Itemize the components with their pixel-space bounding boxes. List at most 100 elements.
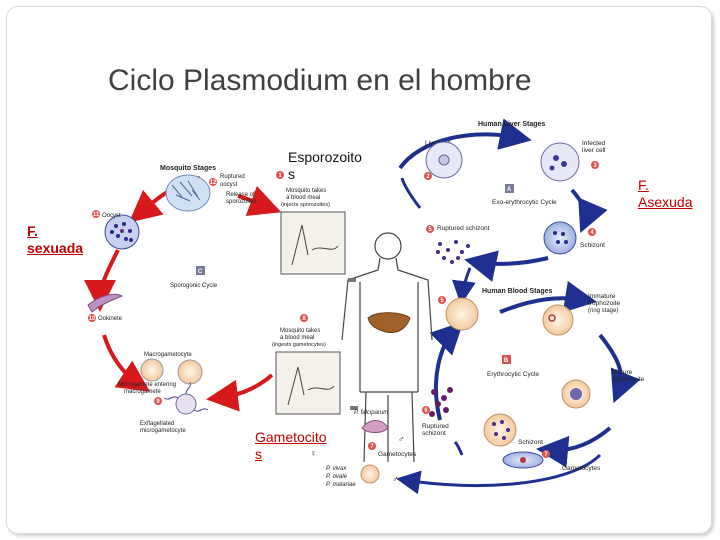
ruptured-schizont-blood-label-1: Ruptured [422, 423, 449, 430]
oocyst-cell [104, 214, 140, 250]
slide-title: Ciclo Plasmodium en el hombre [108, 64, 532, 97]
macrogametocyte-label: Macrogametocyte [144, 352, 192, 358]
step-number: 11 [93, 212, 100, 218]
infected-liver-cell [540, 142, 580, 182]
mosquito-icon [287, 366, 335, 406]
mature-trophozoite-label-1: Mature [612, 369, 633, 376]
mosquito-meal2-label-3: (ingests gametocytes) [272, 342, 326, 348]
liver-cell [425, 141, 463, 179]
schizont-liver-label: Schizont [580, 242, 605, 249]
step-badge [591, 161, 599, 169]
ruptured-oocyst-label-1: Ruptured [220, 174, 245, 180]
mosquito-stages-heading: Mosquito Stages [160, 165, 216, 172]
mosquito-meal2-label-1: Mosquito takes [280, 328, 320, 334]
macrogametocyte-cell [140, 358, 164, 382]
step-badge [92, 210, 100, 218]
slide-frame [6, 6, 712, 534]
human-liver-stages-heading: Human Liver Stages [478, 121, 545, 128]
human-figure [341, 232, 433, 463]
f-sexuada-label-line1: F. [27, 223, 38, 239]
step-badge [88, 314, 96, 322]
immature-trophozoite-label-2: trophozoite [588, 300, 621, 307]
letter-badge-c [196, 266, 205, 275]
ookinete-label: Ookinete [98, 316, 123, 322]
mosquito-feeding-box-1 [280, 211, 346, 275]
gametocytes-label-2: Gametocytes [562, 465, 601, 472]
step-badge [426, 225, 434, 233]
step-badge [438, 296, 446, 304]
step-number: 10 [89, 316, 96, 322]
immature-trophozoite-cell [542, 304, 574, 336]
bite-marker [348, 278, 356, 282]
falciparum-gametocyte [361, 420, 389, 433]
letter-c: C [198, 269, 203, 275]
esporozoitos-label-line1: Esporozoito [288, 149, 362, 165]
female-symbol-icon: ♀ [310, 448, 317, 458]
step-number: 7 [370, 444, 374, 450]
step-number: 6 [424, 408, 428, 414]
step-number: 12 [210, 180, 217, 186]
gametocyte-cell [177, 359, 203, 385]
f-asexuada-label-line1: F. [638, 177, 649, 193]
ruptured-schizont-blood-label-2: schizont [422, 430, 446, 437]
letter-b: B [504, 358, 509, 364]
immature-trophozoite-label-3: (ring stage) [588, 308, 618, 314]
release-sporozoites-label-1: Release of [226, 192, 255, 198]
step-number: 5 [440, 298, 444, 304]
erythrocytic-cycle-label: Erythrocytic Cycle [487, 371, 539, 378]
exo-erythrocytic-cycle-label: Exo-erythrocytic Cycle [492, 199, 557, 206]
infected-liver-cell-label-2: liver cell [582, 147, 606, 154]
ruptured-blood-schizont [429, 387, 453, 417]
male-symbol-icon: ♂ [398, 434, 405, 444]
letter-a: A [507, 187, 512, 193]
step-number: 3 [593, 163, 597, 169]
step-number: 8 [302, 316, 306, 322]
gametocyte-round-cell [360, 464, 380, 484]
step-number: 2 [426, 174, 430, 180]
immature-trophozoite-label-1: Immature [588, 293, 616, 300]
step-number: 7 [544, 452, 548, 458]
exo-erythrocytic-arrows [398, 118, 608, 282]
f-asexuada-label: F. Asexuda [638, 177, 692, 211]
f-asexuada-label-line2: Asexuda [638, 194, 693, 210]
step-badge [276, 171, 284, 179]
step-number: 1 [278, 173, 282, 179]
mature-trophozoite-cell [561, 379, 591, 409]
step-badge [422, 406, 430, 414]
gametocitos-label-line2: s [255, 446, 262, 462]
liver-icon [367, 312, 411, 333]
gametocitos-label-line1: Gametocito [255, 429, 327, 445]
exflagellated-label-2: microgametocyte [140, 428, 186, 434]
step-badge [154, 397, 162, 405]
step-badge [368, 442, 376, 450]
p-malariae-label: P. malariae [326, 482, 356, 488]
mosquito-meal1-label-1: Mosquito takes [286, 188, 326, 194]
esporozoitos-label-line2: s [288, 166, 295, 182]
exflagellated-cell [163, 381, 209, 415]
esporozoitos-label: Esporozoito s [288, 149, 362, 183]
release-sporozoites-label-2: sporozoites [226, 199, 257, 205]
step-number: 4 [590, 230, 594, 236]
oocyst-label: Oocyst [102, 213, 121, 219]
mosquito-feeding-box-2 [275, 351, 341, 415]
step-badge [588, 228, 596, 236]
mosquito-meal2-label-2: a blood meal [280, 335, 314, 341]
schizont-blood-label: Schizont [518, 439, 543, 446]
step-number: 9 [156, 399, 160, 405]
sporogonic-cycle-label: Sporogonic Cycle [170, 283, 218, 289]
schizont-blood-cell [483, 413, 517, 447]
mosquito-meal1-label-2: a blood meal [286, 195, 320, 201]
human-blood-stages-heading: Human Blood Stages [482, 288, 553, 295]
microgamete-label-1: Microgamete entering [118, 382, 176, 388]
letter-badge-a [505, 184, 514, 193]
p-ovale-label: P. ovale [326, 474, 348, 480]
infected-liver-cell-label-1: Infected [582, 140, 606, 147]
ruptured-schizont-merozoites [436, 240, 470, 264]
step-badge [209, 178, 217, 186]
erythrocyte-cell [445, 297, 479, 331]
step-badge [542, 450, 550, 458]
gametocitos-label: Gametocito s [255, 429, 327, 463]
male-symbol-icon: ♂ [392, 474, 399, 484]
ruptured-schizont-label: Ruptured schizont [437, 225, 490, 232]
